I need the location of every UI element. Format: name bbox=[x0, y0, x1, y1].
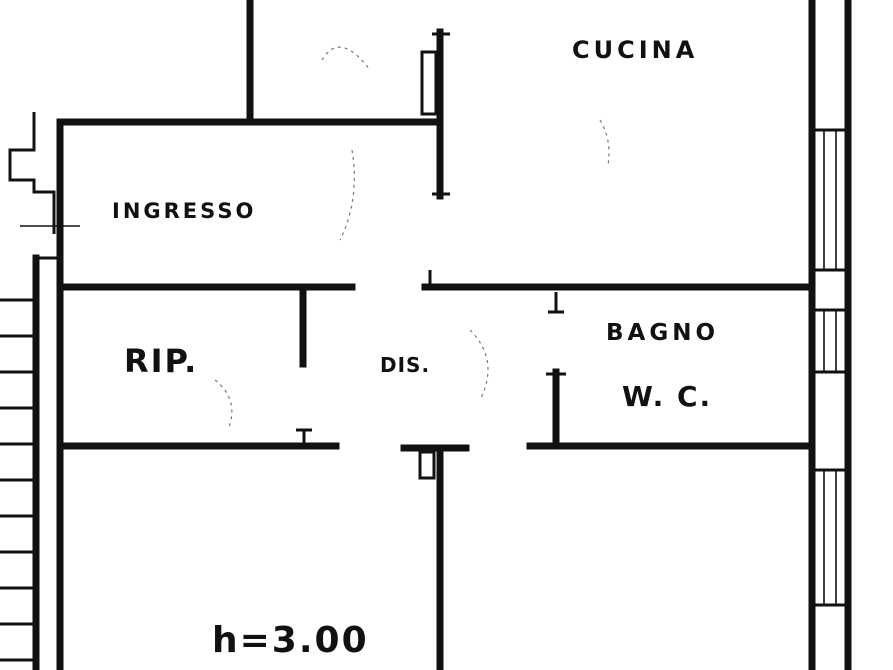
room-label-ingresso: INGRESSO bbox=[112, 199, 256, 223]
stair-steps bbox=[0, 298, 36, 662]
room-label-disimpegno: DIS. bbox=[380, 353, 430, 377]
sketch-arc-3 bbox=[214, 379, 233, 431]
sketch-arc-1 bbox=[321, 46, 371, 71]
ceiling-height-label: h=3.00 bbox=[212, 620, 369, 661]
sketch-arc-5 bbox=[599, 119, 610, 166]
door-leaf-cucina bbox=[420, 50, 438, 116]
room-label-bagno: BAGNO bbox=[606, 320, 719, 346]
staircase bbox=[8, 112, 80, 670]
interior-walls bbox=[56, 0, 816, 670]
room-label-wc: W. C. bbox=[622, 380, 712, 413]
door-leaf-lower bbox=[418, 450, 436, 480]
pillar bbox=[812, 268, 848, 312]
exterior-wall-right bbox=[808, 0, 852, 670]
room-label-ripostiglio: RIP. bbox=[124, 342, 198, 380]
door-swing-sketches bbox=[214, 46, 610, 431]
room-label-cucina: CUCINA bbox=[572, 36, 698, 64]
sketch-arc-2 bbox=[339, 149, 355, 241]
sketch-arc-4 bbox=[469, 329, 489, 401]
entry-door-jamb bbox=[8, 112, 56, 234]
